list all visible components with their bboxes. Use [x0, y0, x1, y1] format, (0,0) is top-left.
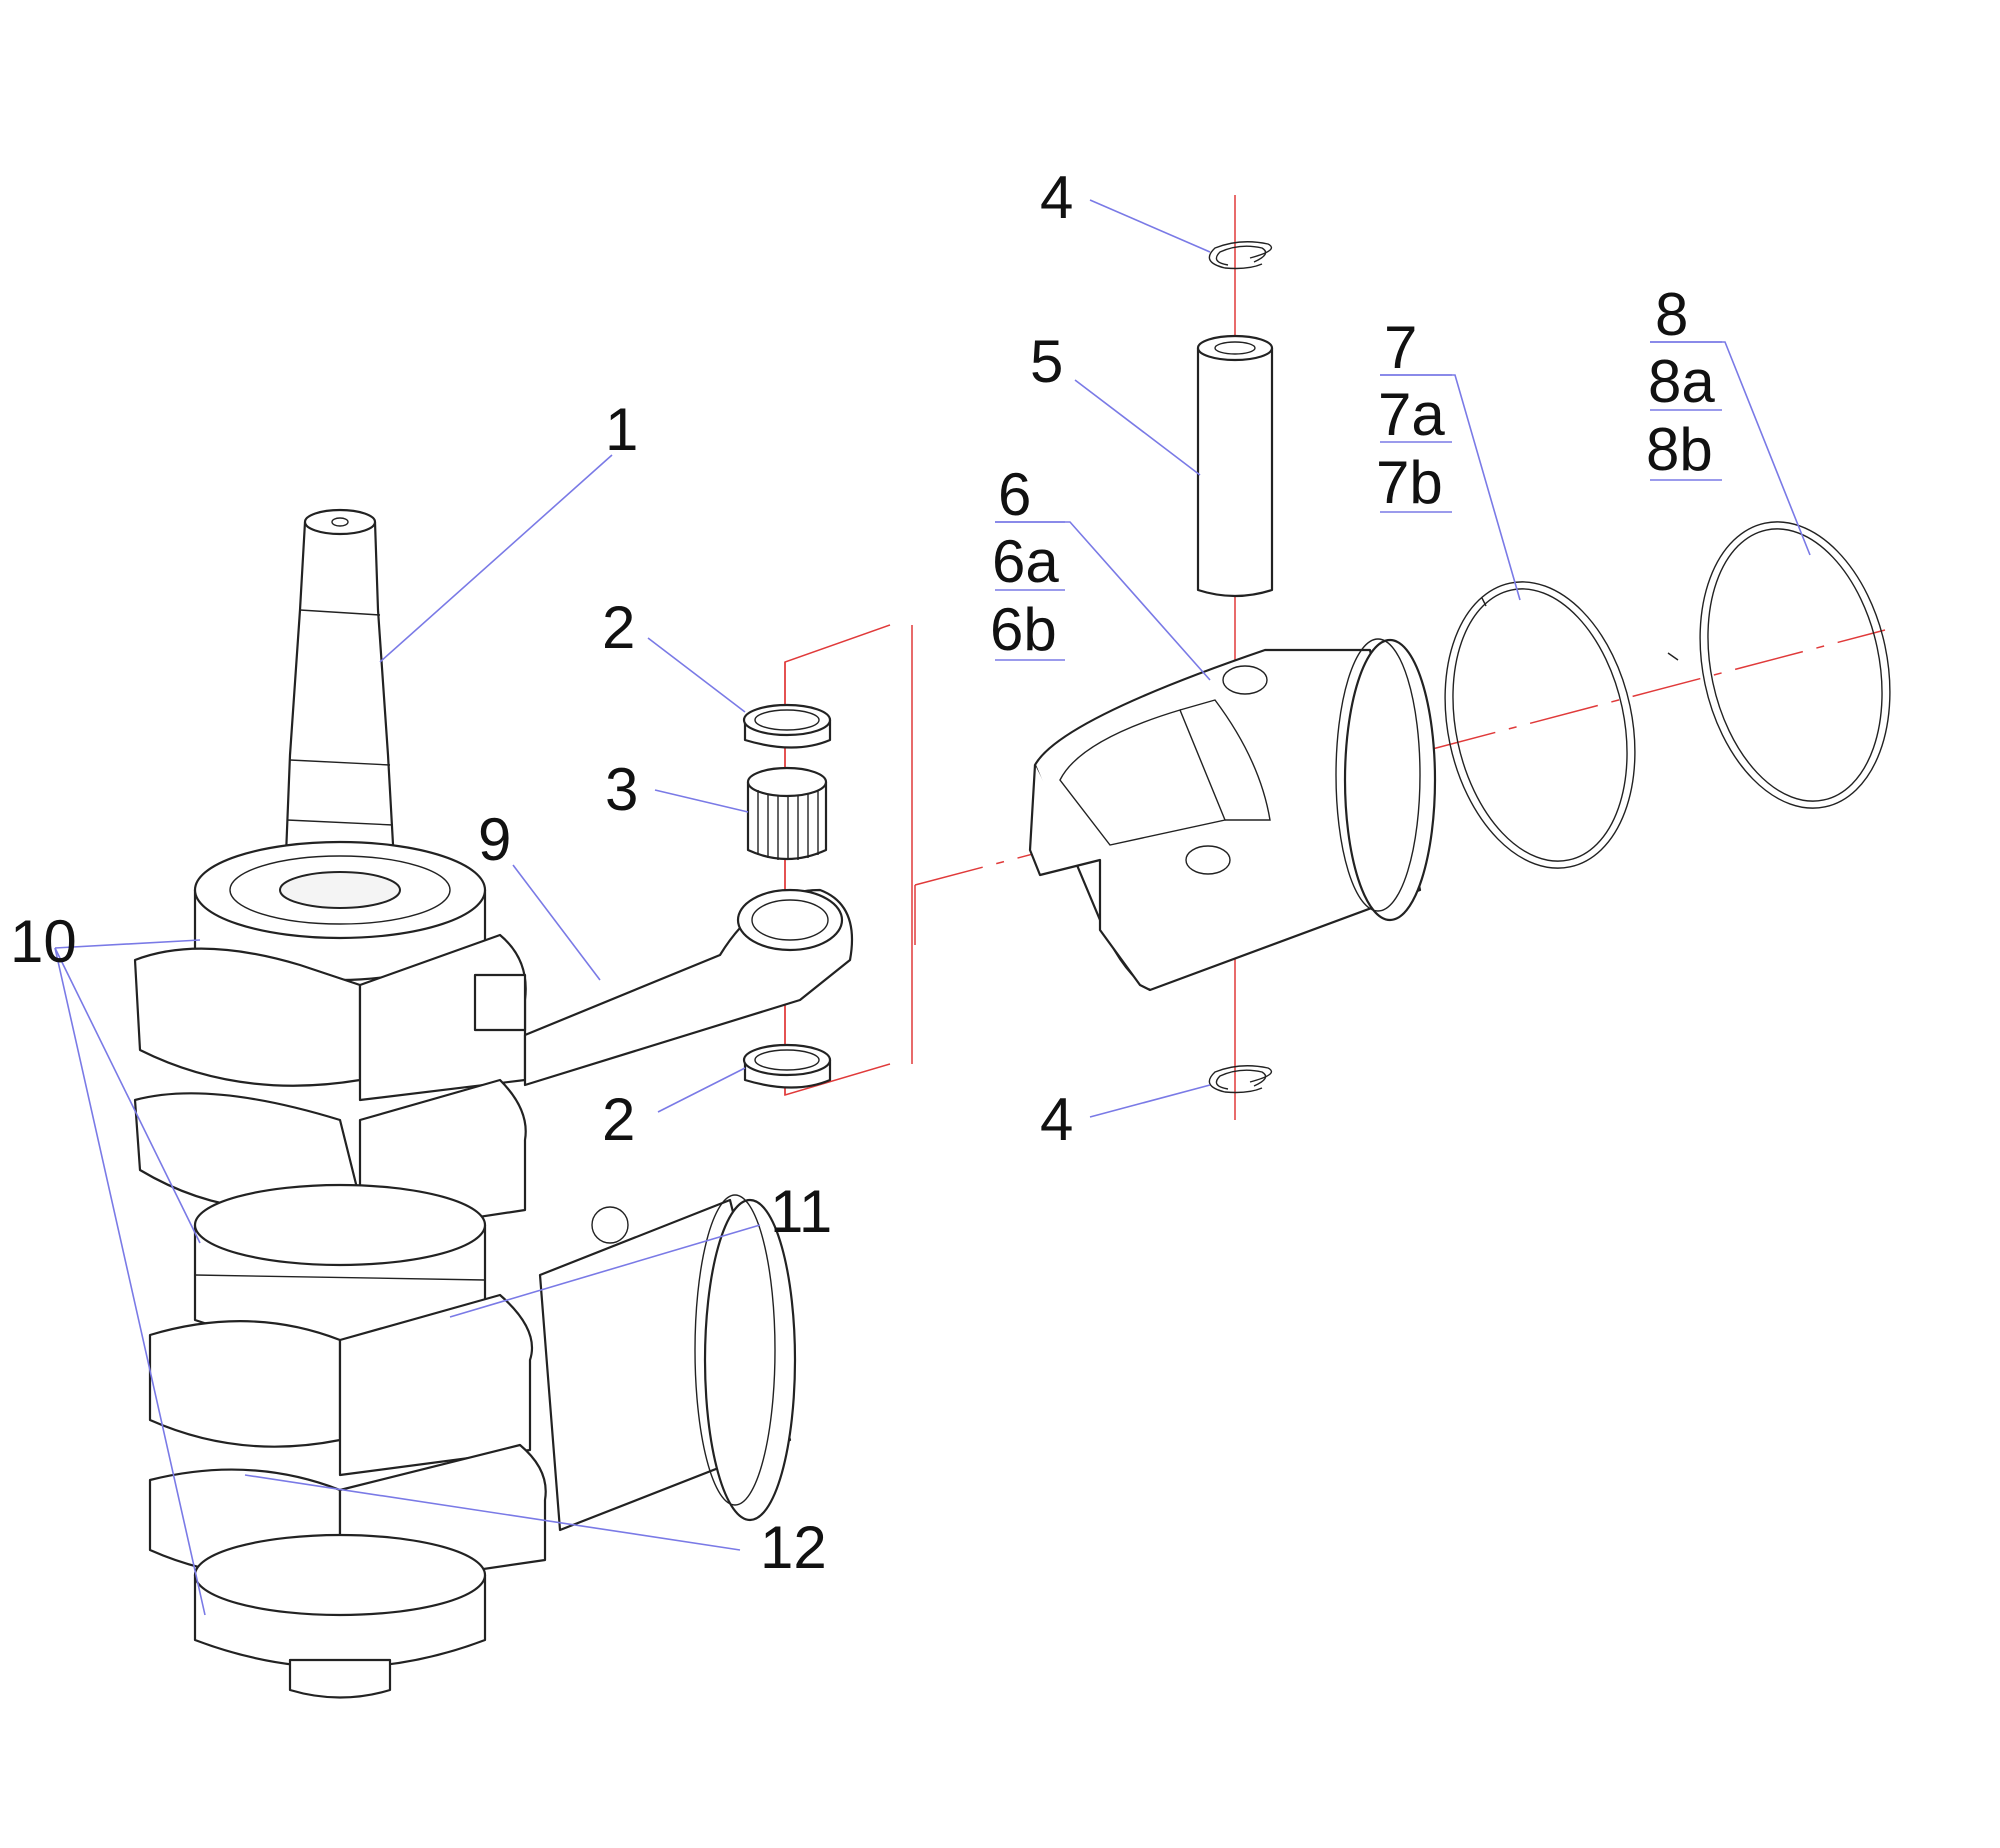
callout-underlines	[995, 341, 1722, 661]
lower-piston	[538, 1194, 797, 1532]
thrust-washer-bottom	[742, 1043, 832, 1089]
callout-12: 12	[760, 1514, 827, 1581]
piston	[1028, 638, 1437, 992]
needle-bearing	[746, 766, 828, 861]
callout-6: 6	[998, 461, 1031, 528]
callout-5: 5	[1030, 328, 1063, 395]
callout-6a: 6a	[992, 528, 1059, 595]
callout-7b: 7b	[1376, 449, 1443, 516]
leader-10c	[54, 947, 206, 1616]
leader-9	[512, 864, 601, 981]
callout-7a: 7a	[1378, 381, 1445, 448]
callout-9: 9	[478, 806, 511, 873]
callout-10: 10	[10, 908, 77, 975]
piston-ring-8	[1667, 521, 1891, 809]
circlip-bottom	[1208, 1065, 1273, 1094]
leader-3	[654, 789, 749, 813]
leader-11	[449, 1224, 761, 1318]
callout-6b: 6b	[990, 596, 1057, 663]
callout-3: 3	[605, 756, 638, 823]
callout-1: 1	[605, 396, 638, 463]
callout-4-bottom: 4	[1040, 1086, 1073, 1153]
leader-5	[1074, 379, 1201, 476]
crank-assembly	[133, 840, 854, 1699]
piston-ring-7	[1444, 581, 1636, 869]
callout-7: 7	[1384, 314, 1417, 381]
callout-labels: 1 2 3 9 2 4 4 5 6 6a 6b 7 7a 7b 8 8a 8b …	[10, 164, 1715, 1581]
callout-8b: 8b	[1646, 416, 1713, 483]
leader-1	[379, 454, 613, 663]
callout-8a: 8a	[1648, 348, 1715, 415]
thrust-washer-top	[742, 703, 832, 749]
leader-4-bottom	[1089, 1084, 1211, 1118]
leader-12	[244, 1474, 741, 1551]
leader-10a	[54, 939, 201, 949]
callout-2-bottom: 2	[602, 1086, 635, 1153]
callout-2-top: 2	[602, 594, 635, 661]
callout-11: 11	[770, 1178, 832, 1245]
piston-pin	[1196, 334, 1274, 598]
circlip-top	[1208, 241, 1273, 270]
leader-4-top	[1089, 199, 1211, 253]
crankshaft-shaft	[283, 508, 397, 882]
leader-2-top	[647, 637, 746, 713]
leader-10b	[54, 947, 201, 1244]
leader-2-bottom	[657, 1067, 746, 1113]
callout-8: 8	[1655, 281, 1688, 348]
callout-4-top: 4	[1040, 164, 1073, 231]
